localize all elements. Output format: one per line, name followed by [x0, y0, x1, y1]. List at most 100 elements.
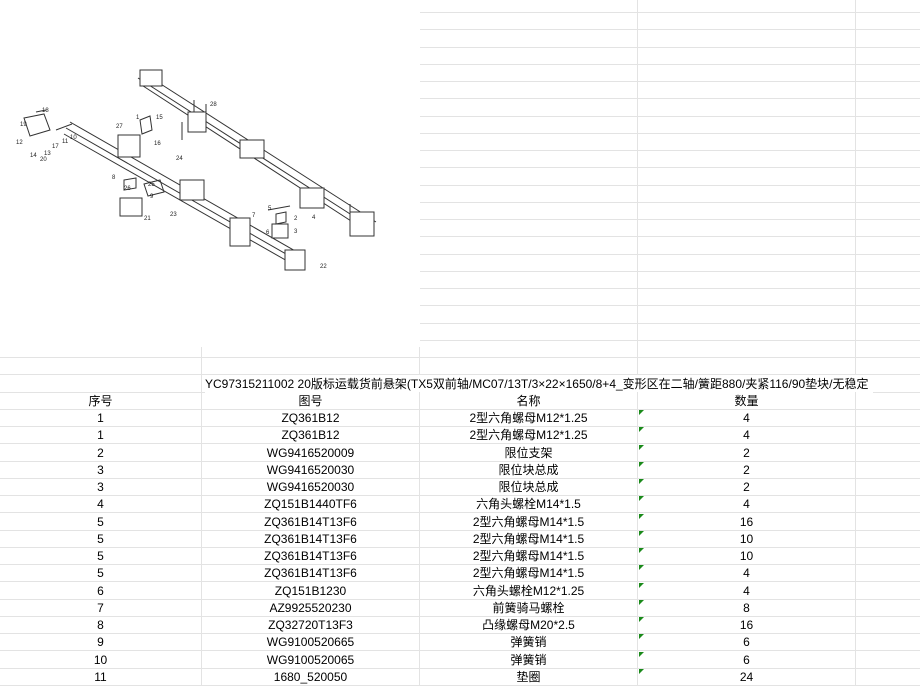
cell[interactable]: 2型六角螺母M12*1.25: [420, 426, 638, 444]
cell[interactable]: ZQ361B14T13F6: [202, 547, 420, 564]
cell[interactable]: 2: [0, 443, 202, 461]
cell[interactable]: [856, 47, 920, 64]
cell[interactable]: 10: [638, 547, 856, 564]
cell[interactable]: 弹簧销: [420, 650, 638, 668]
cell[interactable]: [638, 305, 856, 323]
cell[interactable]: [638, 167, 856, 185]
cell[interactable]: [638, 29, 856, 47]
cell[interactable]: 6: [638, 650, 856, 668]
cell[interactable]: [856, 202, 920, 219]
cell[interactable]: WG9416520030: [202, 478, 420, 495]
cell[interactable]: [856, 30, 920, 47]
cell[interactable]: [856, 185, 920, 202]
cell[interactable]: [638, 184, 856, 202]
cell[interactable]: [638, 340, 856, 357]
cell[interactable]: [420, 305, 638, 323]
cell[interactable]: [420, 81, 638, 99]
cell[interactable]: [0, 357, 202, 375]
cell[interactable]: [856, 409, 920, 426]
cell[interactable]: 5: [0, 564, 202, 582]
cell[interactable]: [856, 12, 920, 29]
cell[interactable]: [420, 12, 638, 30]
cell[interactable]: [856, 633, 920, 650]
cell[interactable]: 4: [638, 564, 856, 582]
cell[interactable]: [856, 495, 920, 512]
cell[interactable]: [856, 81, 920, 98]
cell[interactable]: [420, 29, 638, 47]
cell[interactable]: [420, 288, 638, 306]
cell[interactable]: [420, 340, 638, 357]
cell[interactable]: [856, 599, 920, 616]
cell[interactable]: 2: [638, 460, 856, 478]
cell[interactable]: [856, 547, 920, 564]
cell[interactable]: 16: [638, 512, 856, 530]
cell[interactable]: [638, 219, 856, 237]
cell[interactable]: [856, 461, 920, 478]
cell[interactable]: WG9416520030: [202, 460, 420, 478]
cell[interactable]: [638, 150, 856, 168]
cell[interactable]: 1680_520050: [202, 667, 420, 685]
cell[interactable]: 4: [638, 426, 856, 444]
cell[interactable]: [638, 253, 856, 271]
cell[interactable]: [420, 219, 638, 237]
cell[interactable]: [638, 133, 856, 150]
cell[interactable]: ZQ361B14T13F6: [202, 529, 420, 547]
cell[interactable]: [420, 253, 638, 271]
cell[interactable]: ZQ361B12: [202, 409, 420, 426]
cell[interactable]: 限位块总成: [420, 478, 638, 495]
cell[interactable]: WG9100520065: [202, 650, 420, 668]
cell[interactable]: [856, 357, 920, 374]
cell[interactable]: [0, 374, 202, 392]
cell[interactable]: 5: [0, 529, 202, 547]
cell[interactable]: 7: [0, 598, 202, 616]
cell[interactable]: [638, 288, 856, 306]
cell[interactable]: [856, 340, 920, 357]
cell[interactable]: 2型六角螺母M12*1.25: [420, 409, 638, 426]
column-header[interactable]: 图号: [202, 391, 420, 409]
cell[interactable]: 2型六角螺母M14*1.5: [420, 529, 638, 547]
cell[interactable]: [420, 98, 638, 116]
cell[interactable]: 弹簧销: [420, 633, 638, 651]
cell[interactable]: 24: [638, 667, 856, 685]
cell[interactable]: [202, 340, 420, 357]
cell[interactable]: 1: [0, 426, 202, 444]
cell[interactable]: [638, 236, 856, 254]
cell[interactable]: 4: [638, 581, 856, 599]
cell[interactable]: [420, 46, 638, 64]
cell[interactable]: [638, 202, 856, 219]
cell[interactable]: [420, 236, 638, 254]
cell[interactable]: 垫圈: [420, 667, 638, 685]
cell[interactable]: [856, 444, 920, 461]
cell[interactable]: [420, 115, 638, 133]
cell[interactable]: [856, 513, 920, 530]
cell[interactable]: [856, 150, 920, 167]
cell[interactable]: [420, 133, 638, 150]
cell[interactable]: [420, 184, 638, 202]
cell[interactable]: [638, 64, 856, 81]
cell[interactable]: ZQ32720T13F3: [202, 616, 420, 633]
cell[interactable]: 10: [638, 529, 856, 547]
cell[interactable]: 9: [0, 633, 202, 651]
cell[interactable]: [638, 322, 856, 340]
cell[interactable]: [420, 202, 638, 219]
cell[interactable]: 4: [638, 495, 856, 513]
cell[interactable]: 1: [0, 409, 202, 426]
cell[interactable]: [856, 254, 920, 271]
cell[interactable]: 8: [0, 616, 202, 633]
cell[interactable]: [856, 99, 920, 116]
cell[interactable]: [856, 116, 920, 133]
cell[interactable]: [856, 168, 920, 185]
cell[interactable]: [856, 237, 920, 254]
cell[interactable]: [420, 150, 638, 168]
cell[interactable]: [638, 0, 856, 12]
cell[interactable]: [638, 115, 856, 133]
cell[interactable]: [856, 288, 920, 305]
cell[interactable]: 10: [0, 650, 202, 668]
cell[interactable]: 六角头螺栓M12*1.25: [420, 581, 638, 599]
cell[interactable]: [420, 322, 638, 340]
cell[interactable]: 8: [638, 598, 856, 616]
cell[interactable]: [638, 81, 856, 99]
cell[interactable]: ZQ361B14T13F6: [202, 564, 420, 582]
